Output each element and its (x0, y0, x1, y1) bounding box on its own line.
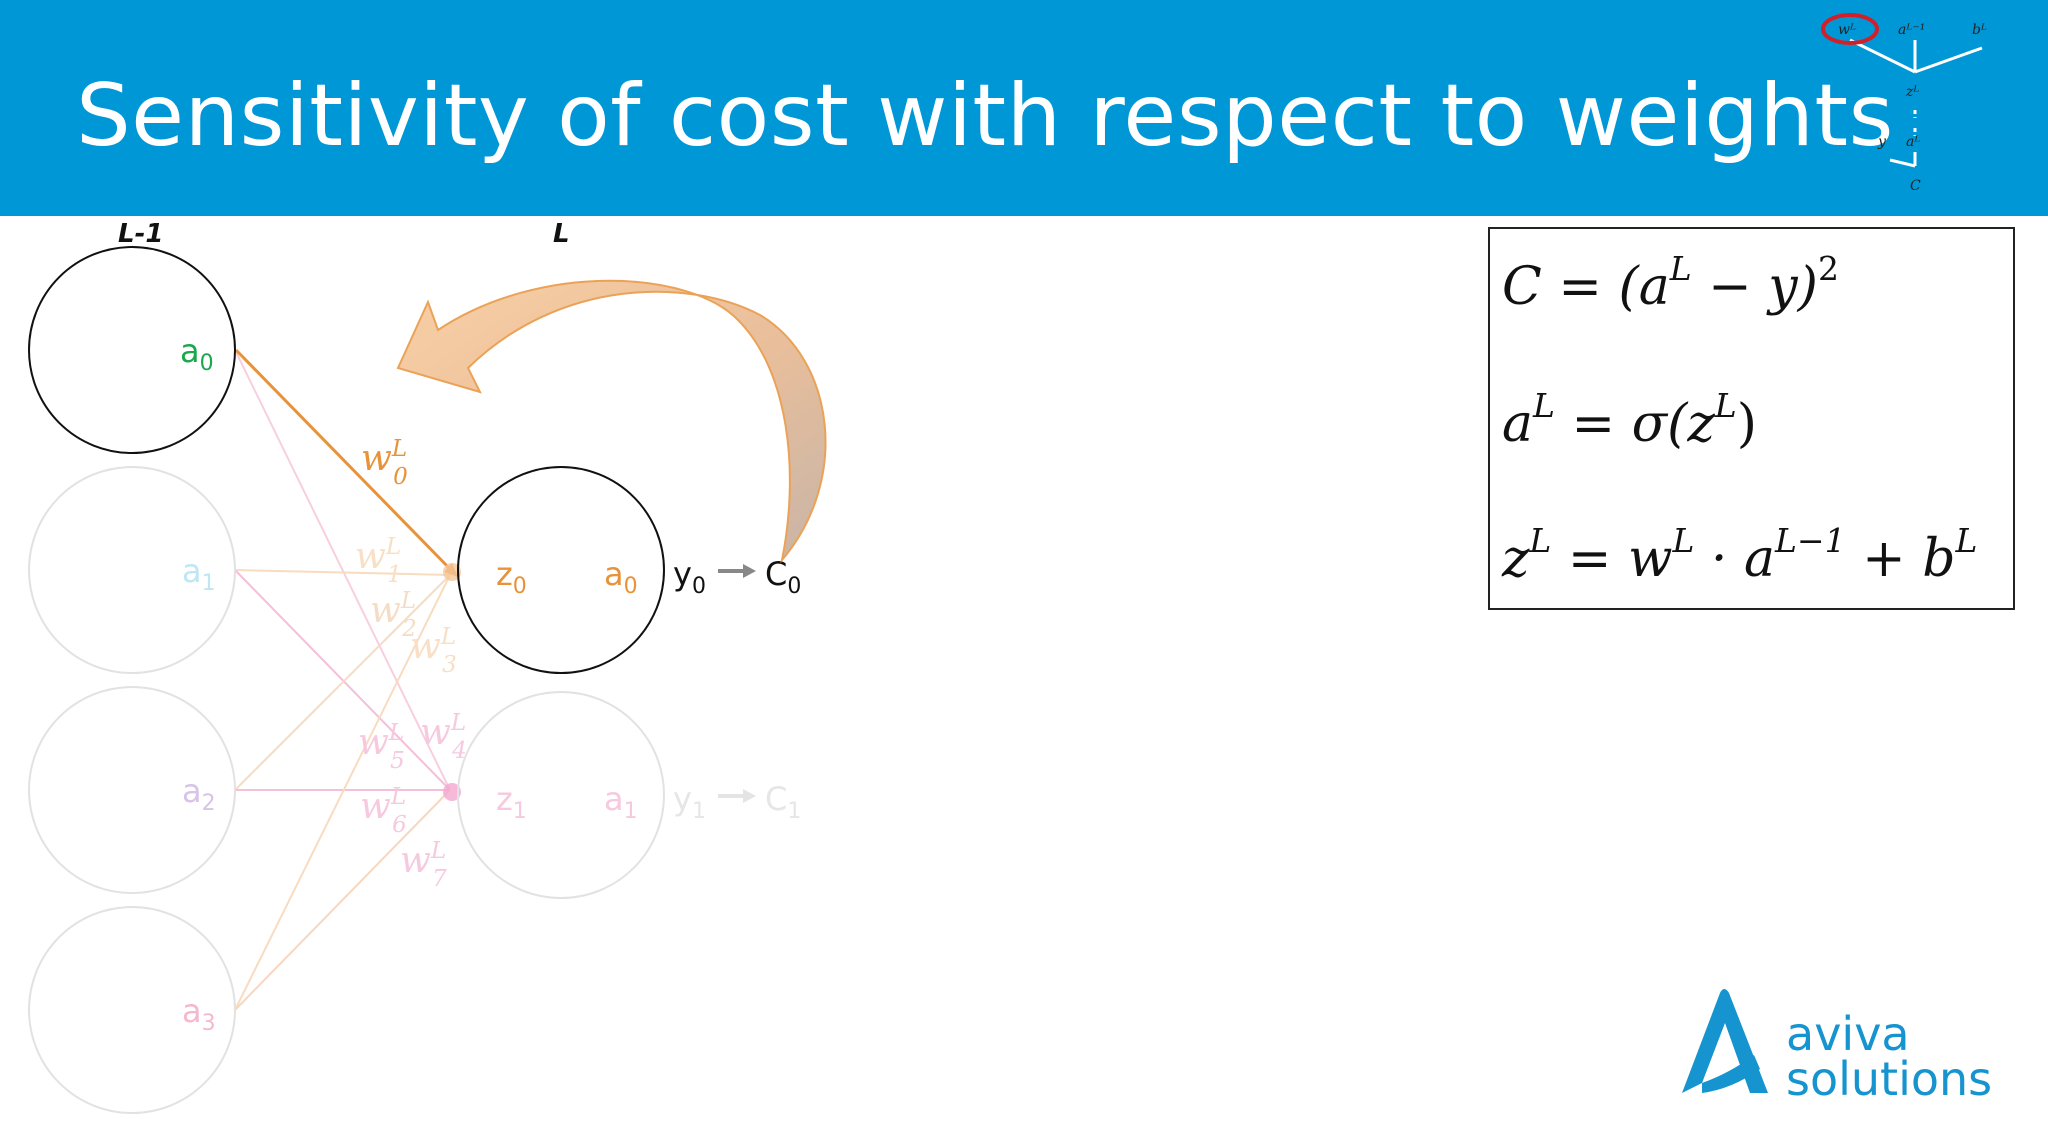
logo-line-2: solutions (1786, 1052, 1993, 1106)
network-diagram: L-1 L a0 a1 a2 a3 z0 a0 y0 C0 z1 a1 y1 C… (28, 219, 827, 1114)
slide-title: Sensitivity of cost with respect to weig… (76, 66, 1894, 166)
z1-label: z1 (496, 780, 527, 824)
neuron-prev-1 (28, 466, 236, 674)
c0-label: C0 (765, 555, 801, 599)
layer-label-prev: L-1 (118, 219, 163, 249)
activation-a2: a2 (182, 772, 216, 816)
curved-backprop-arrow-icon (396, 279, 827, 564)
neuron-out-1 (457, 691, 665, 899)
mini-node-w: wᴸ (1838, 22, 1856, 38)
formula-box: C = (aL − y)2 aL = σ(zL) zL = wL · aL−1 … (1488, 227, 2015, 610)
title-bar: Sensitivity of cost with respect to weig… (0, 0, 2048, 216)
highlight-circle-icon (1821, 13, 1879, 45)
mini-node-a-prev: aᴸ⁻¹ (1898, 22, 1925, 38)
a1-out-label: a1 (604, 780, 638, 824)
neuron-prev-0 (28, 246, 236, 454)
mini-node-c: C (1910, 178, 1921, 194)
a0-out-label: a0 (604, 555, 638, 599)
mini-node-z: zᴸ (1905, 84, 1919, 100)
y0-label: y0 (673, 555, 706, 599)
activation-a1: a1 (182, 552, 216, 596)
activation-a0: a0 (180, 332, 214, 376)
neuron-out-0 (457, 466, 665, 674)
aviva-logo-icon (1682, 989, 1768, 1093)
y1-label: y1 (673, 780, 706, 824)
logo-wordmark: aviva solutions (1786, 1007, 1993, 1106)
c1-label: C1 (765, 780, 801, 824)
formula-cost: C = (aL − y)2 (1502, 249, 1839, 317)
mini-node-b: bᴸ (1972, 22, 1987, 38)
neuron-prev-3 (28, 906, 236, 1114)
activation-a3: a3 (182, 992, 216, 1036)
arrow-y0-c0-icon (718, 564, 756, 578)
layer-label-current: L (553, 219, 570, 249)
mini-node-a: aᴸ (1906, 134, 1920, 150)
formula-weighted-sum: zL = wL · aL−1 + bL (1502, 521, 1978, 589)
formula-activation: aL = σ(zL) (1502, 386, 1757, 454)
dependency-tree: wᴸ aᴸ⁻¹ bᴸ zᴸ y aᴸ C (1821, 13, 1987, 194)
mini-node-y: y (1877, 134, 1887, 150)
logo-line-1: aviva (1786, 1007, 1910, 1061)
arrow-y1-c1-icon (718, 789, 756, 803)
neuron-prev-2 (28, 686, 236, 894)
z0-label: z0 (496, 555, 527, 599)
